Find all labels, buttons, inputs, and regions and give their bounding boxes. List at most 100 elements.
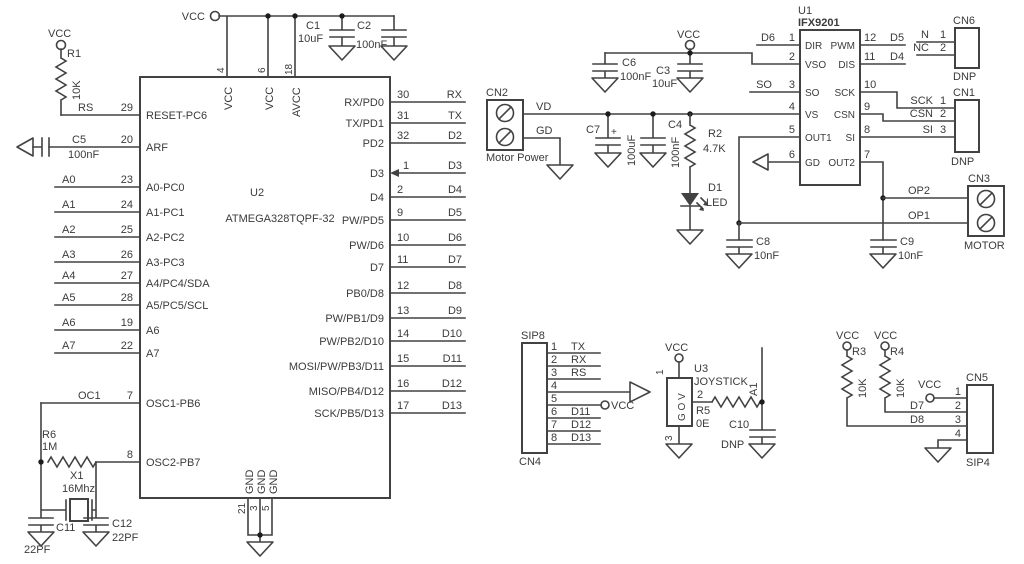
net-label: A4 <box>62 270 75 282</box>
u2-pin-name: A4/PC4/SDA <box>146 278 210 290</box>
u2-pin-name: RX/PD0 <box>344 97 384 109</box>
led-ray-head <box>703 201 708 206</box>
u1-pin-name: SI <box>846 133 855 144</box>
net-label: D5 <box>890 32 904 44</box>
net-label: OC1 <box>78 390 101 402</box>
junction-dot <box>339 13 345 19</box>
vcc-node <box>600 400 610 410</box>
bus-arrow-right <box>629 381 651 403</box>
c9-wires <box>870 239 897 255</box>
gnd-arrow <box>246 541 274 557</box>
cn3-label: MOTOR <box>964 240 1005 252</box>
u2-pin-name: SCK/PB5/D13 <box>314 408 384 420</box>
r2-d1-wires <box>680 113 700 231</box>
net-label: D11 <box>443 353 462 365</box>
c11-ref: C11 <box>56 522 75 534</box>
vcc-label: VCC <box>182 11 205 23</box>
u1-pin-name: SCK <box>834 88 855 99</box>
screw-terminal-icon <box>976 213 996 233</box>
cn2-name: CN2 <box>486 87 508 99</box>
u2-pin-name: A6 <box>146 325 159 337</box>
u2-pin-num: 12 <box>397 280 409 292</box>
u3-joystick: VCC G O V 1 2 3 U3 JOYSTICK R5 0E A1 C10… <box>655 342 776 459</box>
c9-value: 10nF <box>898 250 923 262</box>
u1-pin-num: 12 <box>864 32 876 44</box>
gnd-arrow <box>676 229 704 245</box>
u2-pin-num: 27 <box>121 270 133 282</box>
u2-pin-num: 15 <box>397 353 409 365</box>
net-label: RX <box>571 354 587 366</box>
junction-dot <box>650 111 656 117</box>
u2-pin-name: PW/PB2/D10 <box>319 336 384 348</box>
led-diode-symbol <box>681 193 699 206</box>
net-label: A5 <box>62 292 75 304</box>
u2-top-wires <box>218 15 395 78</box>
c12-value: 22PF <box>112 532 139 544</box>
r5-value: 0E <box>696 418 709 430</box>
pin-num: 4 <box>551 380 557 392</box>
c7-ref: C7 <box>586 124 600 136</box>
gnd-arrow <box>748 443 776 459</box>
gnd-arrow <box>869 253 897 269</box>
c12-ref: C12 <box>112 518 132 530</box>
net-label: D5 <box>448 207 462 219</box>
u2-pin-num: 32 <box>397 130 409 142</box>
gd-wire <box>522 137 561 166</box>
vcc-node <box>842 341 852 351</box>
u2-pin-name: GND <box>268 470 280 495</box>
net-label: D8 <box>448 280 462 292</box>
r2-value: 4.7K <box>703 143 726 155</box>
u1-pin-name: OUT2 <box>828 158 855 169</box>
junction-dot <box>605 111 611 117</box>
net-label: A3 <box>62 249 75 261</box>
vcc-label: VCC <box>836 330 859 342</box>
cn4-name: CN4 <box>519 456 541 468</box>
c8-wires <box>726 222 753 255</box>
cn2-motor-power: CN2 Motor Power VD GD <box>486 87 574 180</box>
pin-num: 3 <box>940 124 946 136</box>
net-label: D12 <box>442 378 462 390</box>
u2-pin-name: ARF <box>146 142 168 154</box>
op-wires <box>738 197 969 224</box>
u2-pin-num: 28 <box>121 292 133 304</box>
r6-value: 1M <box>42 441 57 453</box>
pin-num: 2 <box>940 42 946 54</box>
pin-num: 1 <box>551 341 557 353</box>
u2-pin-name: GND <box>256 470 268 495</box>
vcc-label: VCC <box>874 330 897 342</box>
pin-num: 2 <box>955 400 961 412</box>
screw-slot <box>978 191 994 207</box>
u2-pin-num: 3 <box>249 505 260 511</box>
gnd-arrow <box>665 443 693 459</box>
net-label: CSN <box>910 108 933 120</box>
cn2-label: Motor Power <box>486 152 549 164</box>
u1-pin-num: 8 <box>864 124 870 136</box>
c5-capacitor: C5 100nF <box>16 134 99 161</box>
u1-right-wires <box>859 44 956 241</box>
screw-slot <box>978 215 994 231</box>
u2-pin-num: 19 <box>121 317 133 329</box>
u1-pin-num: 5 <box>789 124 795 136</box>
cn6-body <box>954 27 980 69</box>
net-label: GD <box>536 125 553 137</box>
pin-num: 4 <box>955 428 961 440</box>
net-label: D6 <box>761 32 775 44</box>
d3-input-arrow <box>390 169 399 177</box>
u2-pin-num: 23 <box>121 174 133 186</box>
net-label: RX <box>447 89 463 101</box>
net-label: A1 <box>748 383 760 396</box>
r3-r4-wires <box>840 349 968 449</box>
u2-pin-num: 10 <box>397 232 409 244</box>
gnd-arrow <box>725 253 753 269</box>
pin-num: 7 <box>551 419 557 431</box>
u2-pin-name: PW/PD5 <box>342 215 384 227</box>
u2-pin-num: 20 <box>121 134 133 146</box>
gnd-arrow <box>82 531 110 547</box>
c4-value: 100nF <box>670 137 682 168</box>
c3-wires <box>677 52 703 79</box>
net-label: VD <box>536 101 551 113</box>
u2-pin-num: 21 <box>237 502 248 514</box>
net-label: D13 <box>442 400 462 412</box>
gnd-arrow <box>676 77 704 93</box>
junction-dot <box>292 13 298 19</box>
